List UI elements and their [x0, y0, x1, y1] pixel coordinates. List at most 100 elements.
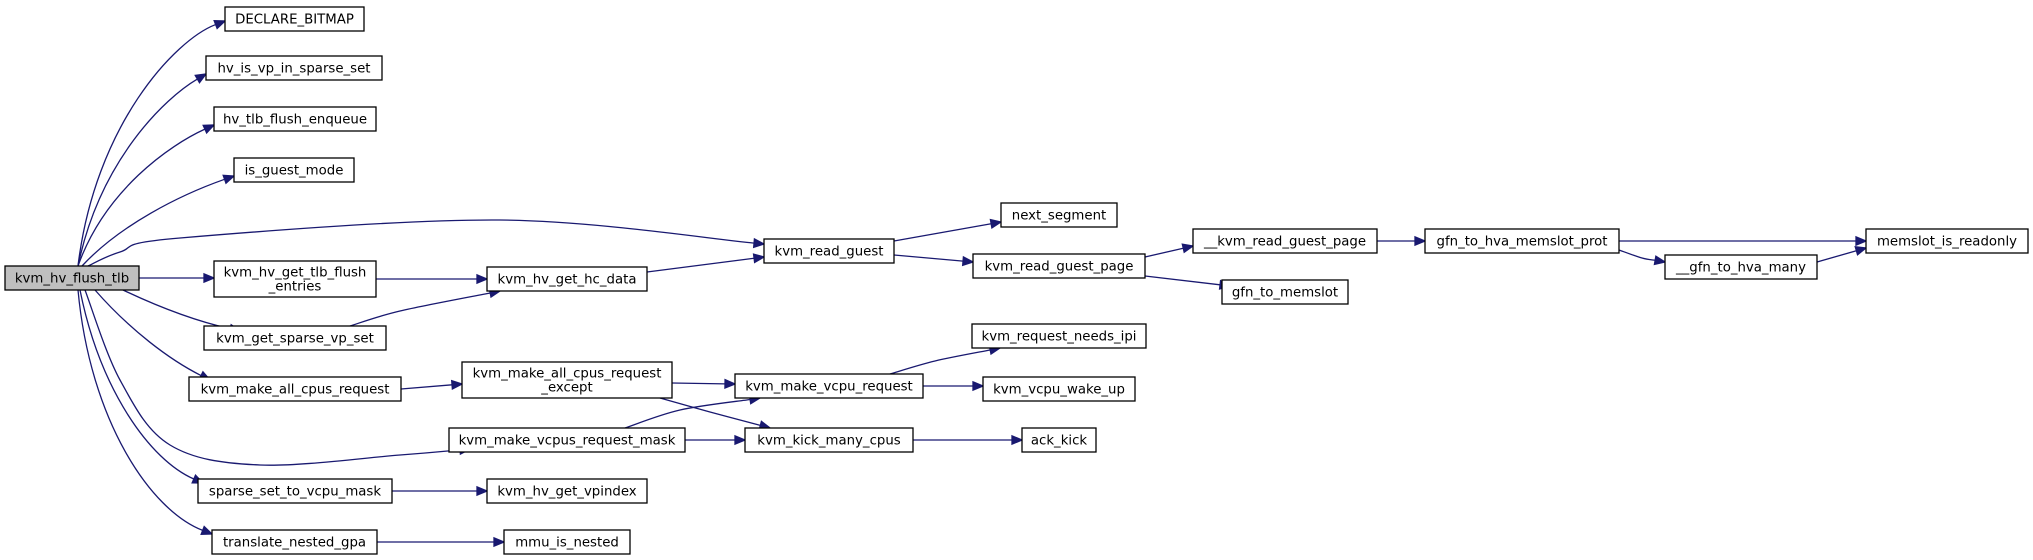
node-kvm-hv-get-hc-data[interactable]: kvm_hv_get_hc_data [486, 266, 648, 292]
node-box [1221, 279, 1349, 305]
node-hv-is-vp-in-sparse-set[interactable]: hv_is_vp_in_sparse_set [205, 55, 383, 81]
node-kvm-vcpu-wake-up[interactable]: kvm_vcpu_wake_up [982, 376, 1136, 402]
edge-line [893, 223, 992, 242]
node-box [763, 238, 895, 264]
node-label: mmu_is_nested [515, 536, 619, 551]
node-gfn-to-hva-many[interactable]: __gfn_to_hva_many [1664, 254, 1818, 280]
edge-line [400, 384, 453, 390]
node-label: kvm_vcpu_wake_up [993, 383, 1125, 398]
arrowhead-icon [1181, 243, 1195, 254]
node-kvm-make-vcpu-request[interactable]: kvm_make_vcpu_request [734, 373, 924, 399]
edge-gfn_hva_many-to-readonly [1816, 245, 1868, 263]
edge-line [889, 349, 991, 375]
node-kvm-read-guest[interactable]: kvm_read_guest [763, 238, 895, 264]
node-hv-tlb-flush-enqueue[interactable]: hv_tlb_flush_enqueue [213, 106, 377, 132]
edge-line [646, 257, 755, 273]
node-label: is_guest_mode [245, 164, 344, 179]
arrowhead-icon [724, 378, 737, 390]
node-kvm-kick-many-cpus[interactable]: kvm_kick_many_cpus [744, 427, 914, 453]
arrowhead-icon [1855, 235, 1868, 247]
node-box [486, 478, 648, 504]
node-label: kvm_read_guest_page [985, 260, 1134, 275]
edge-line [1618, 249, 1656, 261]
node-label: memslot_is_readonly [1877, 235, 2017, 250]
node-box [197, 478, 393, 504]
node-box [1021, 427, 1097, 453]
node-kvm-get-sparse-vp-set[interactable]: kvm_get_sparse_vp_set [203, 325, 387, 351]
edge-line [893, 254, 964, 262]
node-is-guest-mode[interactable]: is_guest_mode [233, 157, 355, 183]
edge-sparse_mask-to-vpindex [392, 485, 489, 497]
node-ack-kick[interactable]: ack_kick [1021, 427, 1097, 453]
arrowhead-icon [1653, 255, 1667, 266]
node-label: kvm_make_vcpu_request [745, 380, 913, 395]
node-label: translate_nested_gpa [223, 536, 366, 551]
node-kvm-request-needs-ipi[interactable]: kvm_request_needs_ipi [971, 323, 1147, 349]
node-kvm-read-guest-page[interactable]: kvm_read_guest_page [972, 253, 1146, 279]
edge-gfn_hva_prot-to-gfn_hva_many [1618, 249, 1667, 266]
arrowhead-icon [203, 272, 216, 284]
arrowhead-icon [734, 434, 747, 446]
edge-vcpu_req-to-needs_ipi [889, 345, 1002, 375]
edge-read_guest-to-next_seg [893, 218, 1003, 242]
node-label: hv_is_vp_in_sparse_set [217, 62, 370, 77]
arrowhead-icon [961, 255, 975, 267]
node-box [213, 106, 377, 132]
node-kvm-make-vcpus-request-mask[interactable]: kvm_make_vcpus_request_mask [448, 427, 686, 453]
edge-line [1816, 250, 1857, 263]
node-DECLARE-BITMAP[interactable]: DECLARE_BITMAP [224, 6, 365, 32]
edge-line [624, 398, 751, 429]
node-label: kvm_hv_flush_tlb [15, 272, 129, 287]
node-translate-nested-gpa[interactable]: translate_nested_gpa [211, 529, 378, 555]
node-kvm-read-guest-page[interactable]: __kvm_read_guest_page [1192, 228, 1378, 254]
arrowhead-icon [200, 525, 214, 535]
arrowhead-icon [752, 253, 766, 264]
edge-make_mask-to-vcpu_req [624, 394, 762, 429]
edge-line [1144, 247, 1184, 258]
node-gfn-to-hva-memslot-prot[interactable]: gfn_to_hva_memslot_prot [1424, 228, 1620, 254]
node-kvm-hv-get-tlb-flush-entries[interactable]: kvm_hv_get_tlb_flush_entries [213, 260, 377, 298]
edge-get_tlb-to-hc_data [376, 273, 489, 285]
edge-hc_data-to-read_guest [646, 253, 766, 273]
node-memslot-is-readonly[interactable]: memslot_is_readonly [1865, 228, 2029, 254]
arrowhead-icon [989, 218, 1003, 229]
edge-root-to-sparse_mask [79, 289, 205, 484]
edge-root-to-is_guest [81, 174, 236, 267]
nodes-layer: kvm_hv_flush_tlb DECLARE_BITMAP hv_is_vp_i… [4, 6, 2029, 555]
node-box [448, 427, 686, 453]
node-box [203, 325, 387, 351]
node-label: DECLARE_BITMAP [235, 13, 354, 28]
node-gfn-to-memslot[interactable]: gfn_to_memslot [1221, 279, 1349, 305]
node-next-segment[interactable]: next_segment [1000, 202, 1118, 228]
edge-root-to-get_tlb [139, 272, 216, 284]
node-label: kvm_make_all_cpus_request [473, 367, 662, 382]
node-mmu-is-nested[interactable]: mmu_is_nested [503, 529, 631, 555]
node-kvm-hv-get-vpindex[interactable]: kvm_hv_get_vpindex [486, 478, 648, 504]
node-box [4, 265, 140, 291]
edge-line [77, 78, 198, 267]
edge-read_page-to-read_page2 [1144, 243, 1195, 258]
arrowhead-icon [752, 237, 766, 249]
node-kvm-make-all-cpus-request[interactable]: kvm_make_all_cpus_request [188, 376, 402, 402]
arrowhead-icon [1854, 245, 1868, 256]
node-kvm-hv-flush-tlb[interactable]: kvm_hv_flush_tlb [4, 265, 140, 291]
edge-root-to-read_guest [87, 219, 766, 267]
node-kvm-make-all-cpus-request-except[interactable]: kvm_make_all_cpus_request_except [461, 361, 673, 399]
arrowhead-icon [1414, 235, 1427, 247]
node-label: kvm_make_vcpus_request_mask [459, 434, 676, 449]
node-box [224, 6, 365, 32]
edge-translate-to-mmu_nested [377, 536, 506, 548]
node-box [211, 529, 378, 555]
node-label: hv_tlb_flush_enqueue [223, 113, 367, 128]
node-label: __kvm_read_guest_page [1203, 235, 1366, 250]
arrowhead-icon [194, 73, 208, 84]
node-box [982, 376, 1136, 402]
node-label: kvm_hv_get_vpindex [497, 485, 636, 500]
edge-read_guest-to-read_page [893, 254, 975, 267]
edge-read_page2-to-gfn_hva_prot [1377, 235, 1427, 247]
edge-line [79, 289, 195, 480]
node-sparse-set-to-vcpu-mask[interactable]: sparse_set_to_vcpu_mask [197, 478, 393, 504]
node-label: ack_kick [1031, 434, 1088, 449]
node-box [971, 323, 1147, 349]
edge-line [87, 219, 755, 267]
